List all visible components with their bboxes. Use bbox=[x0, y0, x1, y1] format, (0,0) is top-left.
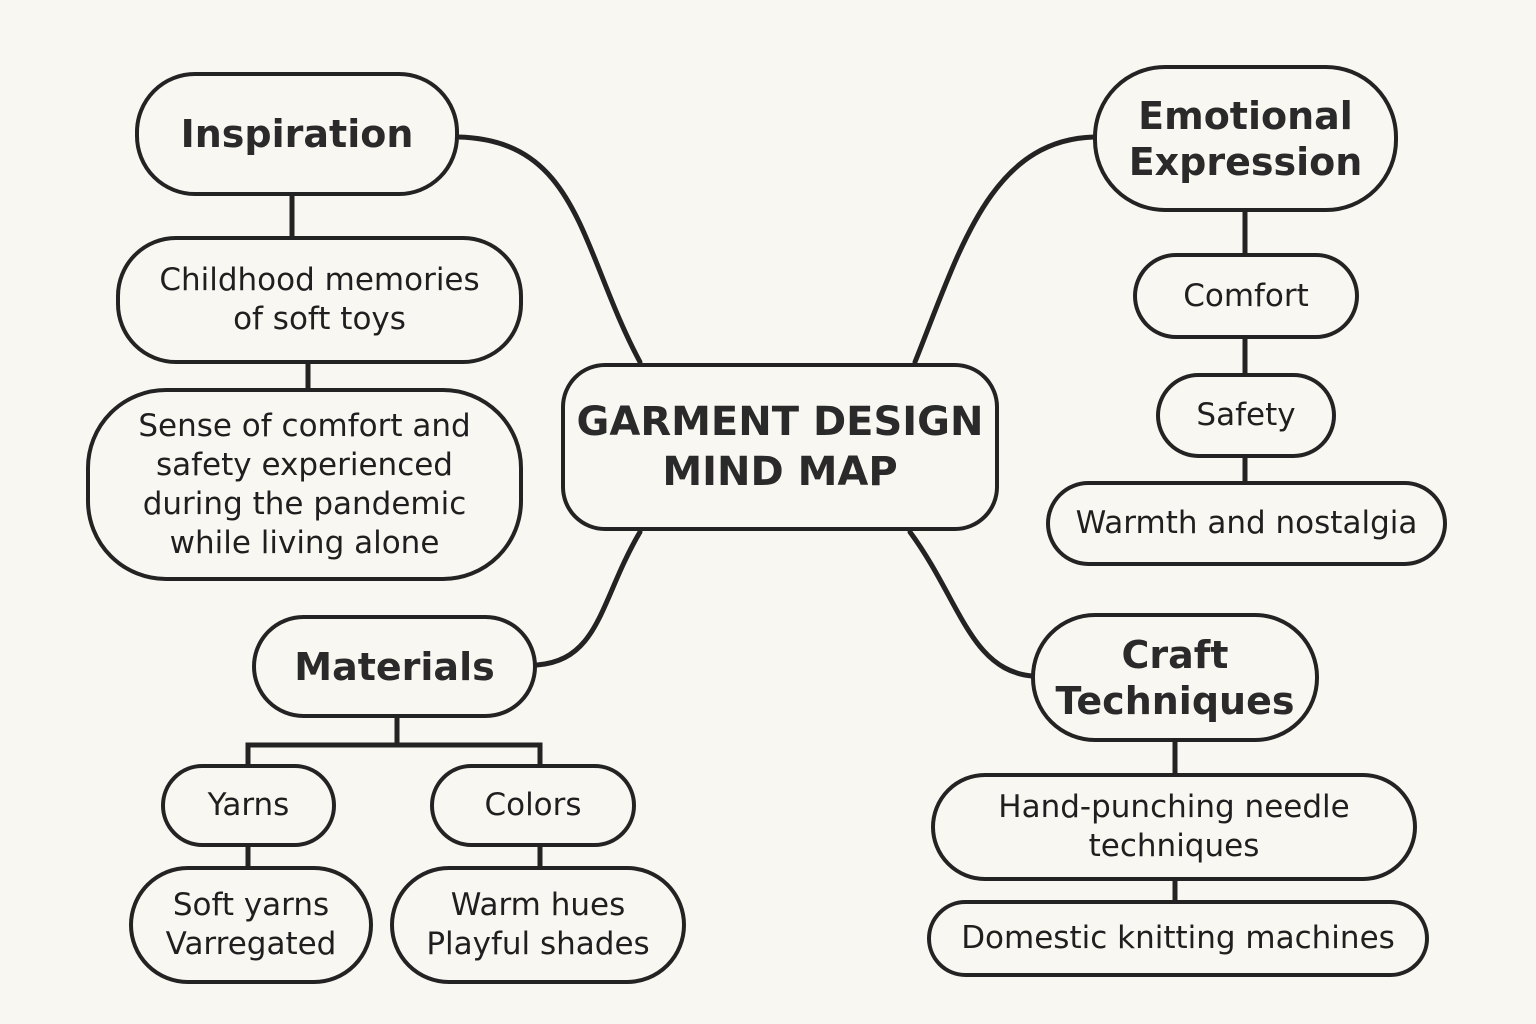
link-bar-yarns-colors bbox=[245, 742, 543, 767]
warmth-nostalgia-node: Warmth and nostalgia bbox=[1046, 481, 1447, 566]
domestic-knitting-node: Domestic knitting machines bbox=[927, 900, 1429, 977]
safety-node: Safety bbox=[1156, 373, 1336, 458]
emotional-expression-node: Emotional Expression bbox=[1093, 65, 1398, 212]
inspiration-node: Inspiration bbox=[135, 72, 459, 196]
craft-techniques-node: Craft Techniques bbox=[1031, 613, 1319, 742]
colors-node: Colors bbox=[430, 764, 636, 847]
center-node: GARMENT DESIGN MIND MAP bbox=[561, 363, 999, 531]
hand-punching-node: Hand-punching needle techniques bbox=[931, 773, 1417, 881]
link-center-craft bbox=[907, 529, 1035, 679]
materials-node: Materials bbox=[252, 615, 537, 718]
link-center-emotional bbox=[912, 134, 1097, 365]
link-center-inspiration bbox=[455, 134, 643, 365]
comfort-node: Comfort bbox=[1133, 253, 1359, 339]
yarns-detail-node: Soft yarns Varregated bbox=[129, 866, 373, 984]
yarns-node: Yarns bbox=[161, 764, 336, 847]
colors-detail-node: Warm hues Playful shades bbox=[390, 866, 686, 984]
link-center-materials bbox=[534, 529, 643, 668]
childhood-memories-node: Childhood memories of soft toys bbox=[116, 236, 523, 364]
comfort-safety-pandemic-node: Sense of comfort and safety experienced … bbox=[86, 388, 523, 581]
